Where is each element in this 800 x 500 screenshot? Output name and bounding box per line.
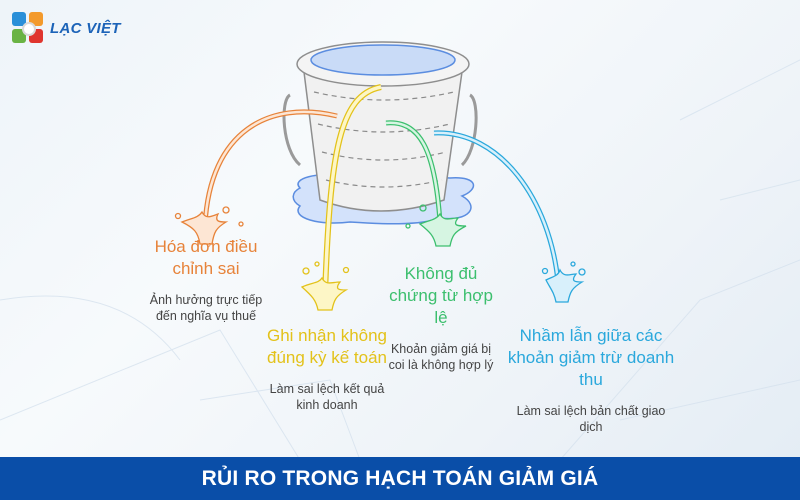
- risk-description: Ảnh hưởng trực tiếp đến nghĩa vụ thuế: [149, 293, 263, 323]
- splash-icon: [405, 204, 467, 247]
- bucket-icon: [282, 41, 478, 212]
- risk-title: Hóa đơn điều chỉnh sai: [154, 237, 258, 278]
- risk-item-insufficient-documents: Không đủ chứng từ hợp lệ Khoản giảm giá …: [385, 263, 497, 373]
- splash-icon: [541, 261, 586, 303]
- risk-title: Không đủ chứng từ hợp lệ: [389, 264, 493, 327]
- footer-title: RỦI RO TRONG HẠCH TOÁN GIẢM GIÁ: [201, 466, 599, 490]
- blue-stream-icon: [433, 130, 586, 303]
- leaking-bucket-illustration: [174, 41, 586, 311]
- splash-icon: [300, 261, 350, 311]
- risk-description: Làm sai lệch bản chất giao dịch: [516, 404, 666, 434]
- risk-description: Làm sai lệch kết quả kinh doanh: [269, 382, 385, 412]
- risk-item-invoice-adjustment: Hóa đơn điều chỉnh sai Ảnh hưởng trực ti…: [140, 236, 272, 324]
- risk-description: Khoản giảm giá bị coi là không hợp lý: [388, 342, 494, 372]
- risk-item-revenue-deduction-confusion: Nhầm lẫn giữa các khoản giảm trừ doanh t…: [506, 325, 676, 435]
- risk-item-wrong-period: Ghi nhận không đúng kỳ kế toán Làm sai l…: [262, 325, 392, 413]
- logo-text: LẠC VIỆT: [50, 19, 121, 37]
- background-decoration: [0, 59, 800, 460]
- splash-icon: [174, 206, 244, 245]
- risk-title: Ghi nhận không đúng kỳ kế toán: [266, 326, 388, 367]
- logo-icon: [12, 12, 44, 44]
- footer-banner: RỦI RO TRONG HẠCH TOÁN GIẢM GIÁ: [0, 457, 800, 500]
- brand-logo: LẠC VIỆT: [12, 12, 121, 44]
- risk-title: Nhầm lẫn giữa các khoản giảm trừ doanh t…: [507, 326, 675, 389]
- orange-stream-icon: [174, 109, 338, 245]
- green-stream-icon: [385, 120, 467, 247]
- yellow-stream-icon: [300, 84, 382, 311]
